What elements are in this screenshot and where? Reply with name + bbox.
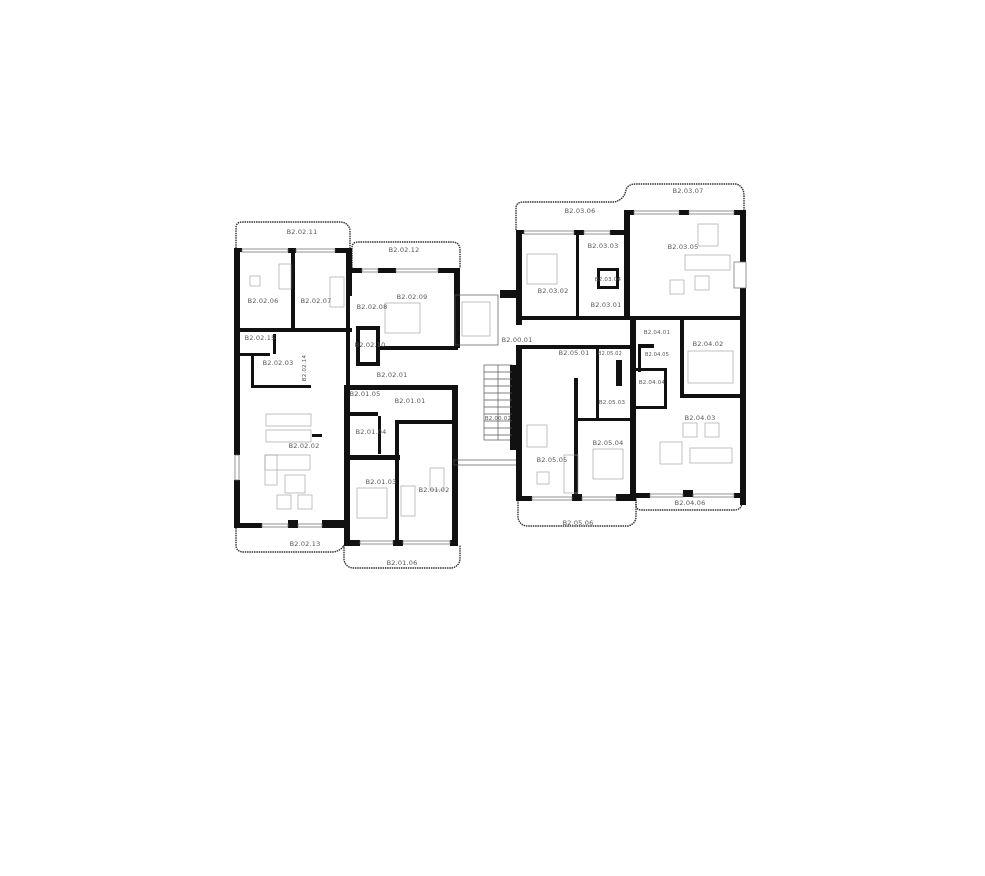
room-label: B2.01.02 — [419, 486, 450, 494]
room-label: B2.04.06 — [675, 499, 706, 507]
room-label: B2.03.06 — [565, 207, 596, 215]
room-label: B2.05.03 — [599, 400, 626, 406]
room-label: B2.05.01 — [559, 349, 590, 357]
room-label: B2.03.02 — [538, 287, 569, 295]
room-labels: B2.02.11 B2.02.12 B2.02.06 B2.02.07 B2.0… — [245, 187, 724, 567]
room-label: B2.02.07 — [301, 297, 332, 305]
room-label: B2.01.06 — [387, 559, 418, 567]
room-label: B2.04.02 — [693, 340, 724, 348]
room-label: B2.02.09 — [397, 293, 428, 301]
room-label: B2.02.10 — [355, 341, 386, 349]
room-label: B2.05.05 — [537, 456, 568, 464]
room-label: B2.04.04 — [639, 380, 666, 386]
room-label: B2.02.02 — [289, 442, 320, 450]
room-label: B2.04.03 — [685, 414, 716, 422]
room-label: B2.02.13 — [290, 540, 321, 548]
room-label: B2.05.06 — [563, 519, 594, 527]
balconies — [235, 183, 745, 569]
room-label: B2.02.11 — [287, 228, 318, 236]
room-label: B2.02.08 — [357, 303, 388, 311]
room-label: B2.03.03 — [588, 242, 619, 250]
room-label: B2.02.14 — [302, 355, 308, 382]
room-label: B2.02.15 — [245, 334, 276, 342]
room-label: B2.00.02 — [485, 416, 511, 422]
room-label: B2.01.04 — [356, 428, 387, 436]
room-label: B2.02.03 — [263, 359, 294, 367]
room-label: B2.02.01 — [377, 371, 408, 379]
walls — [234, 210, 747, 546]
room-label: B2.02.06 — [248, 297, 279, 305]
room-label: B2.01.01 — [395, 397, 426, 405]
room-label: B2.03.01 — [591, 301, 622, 309]
room-label: B2.01.05 — [350, 390, 381, 398]
room-label: B2.00.01 — [502, 336, 533, 344]
stair — [484, 365, 512, 440]
room-label: B2.01.03 — [366, 478, 397, 486]
room-label: B2.05.02 — [598, 351, 622, 357]
room-label: B2.03.04 — [595, 277, 622, 283]
furniture — [249, 223, 734, 519]
room-label: B2.04.01 — [644, 330, 670, 336]
room-label: B2.05.04 — [593, 439, 624, 447]
room-label: B2.04.05 — [645, 352, 669, 358]
room-label: B2.03.05 — [668, 243, 699, 251]
room-label: B2.02.12 — [389, 246, 420, 254]
room-label: B2.03.07 — [673, 187, 704, 195]
